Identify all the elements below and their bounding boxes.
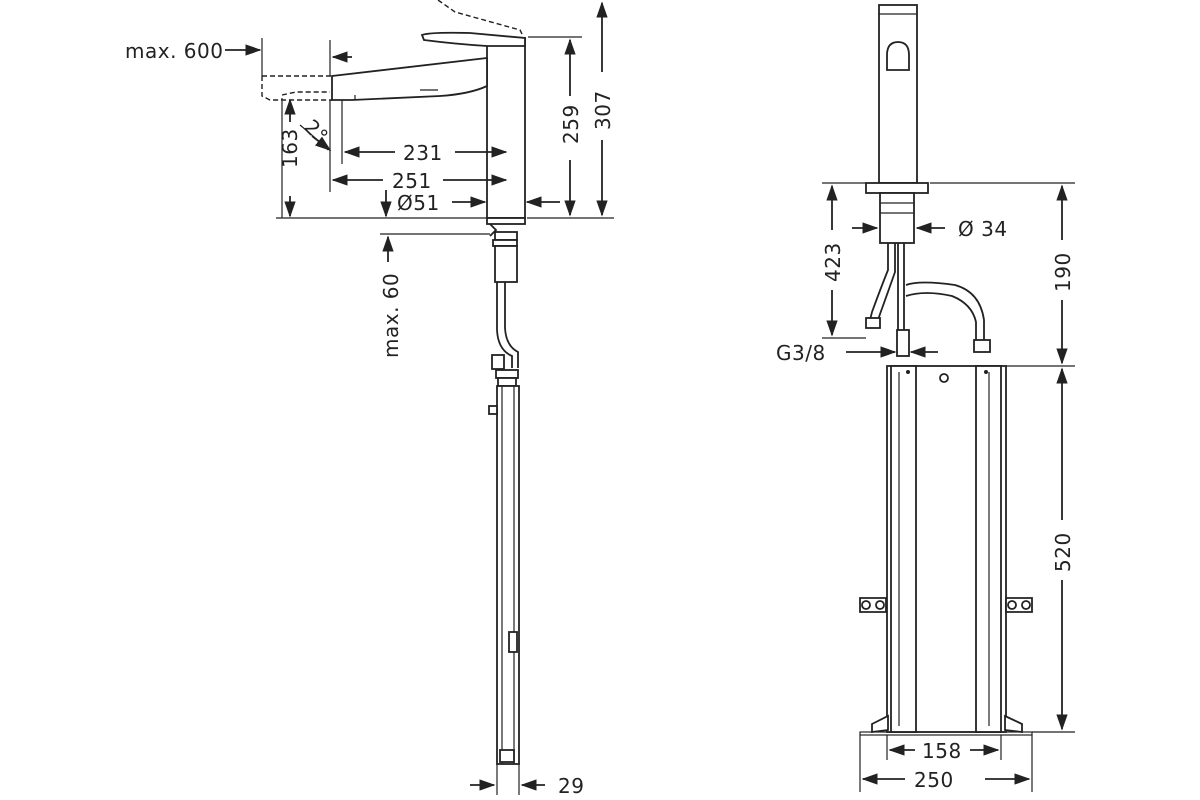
diameter-51-label: Ø51 <box>397 191 440 215</box>
height-190-label: 190 <box>1051 252 1075 292</box>
front-faucet-body <box>878 4 918 184</box>
height-163-label: 163 <box>278 128 302 168</box>
spout <box>331 56 488 101</box>
side-view: max. 600 163 2° 231 251 Ø51 25 <box>125 0 615 798</box>
lever-handle <box>420 31 526 47</box>
max-60-label: max. 60 <box>379 273 403 358</box>
diameter-34-label: Ø 34 <box>958 217 1008 241</box>
width-158-label: 158 <box>922 739 962 763</box>
faucet-base <box>486 217 526 225</box>
height-307-label: 307 <box>591 90 615 130</box>
height-520-label: 520 <box>1051 532 1075 572</box>
max-600-label: max. 600 <box>125 39 223 63</box>
front-view: 423 Ø 34 G3/8 190 520 158 250 <box>776 4 1075 792</box>
width-231-label: 231 <box>403 141 443 165</box>
thread-label: G3/8 <box>776 341 826 365</box>
width-29-label: 29 <box>558 774 584 798</box>
lever-front <box>886 41 910 71</box>
height-423-label: 423 <box>821 242 845 282</box>
width-250-label: 250 <box>914 768 954 792</box>
width-251-label: 251 <box>392 169 432 193</box>
hose-guide <box>496 385 520 765</box>
swing-outline <box>437 0 523 35</box>
angle-label: 2° <box>299 115 333 149</box>
height-259-label: 259 <box>559 104 583 144</box>
faucet-body <box>486 37 526 219</box>
pullout-outline <box>261 75 332 101</box>
